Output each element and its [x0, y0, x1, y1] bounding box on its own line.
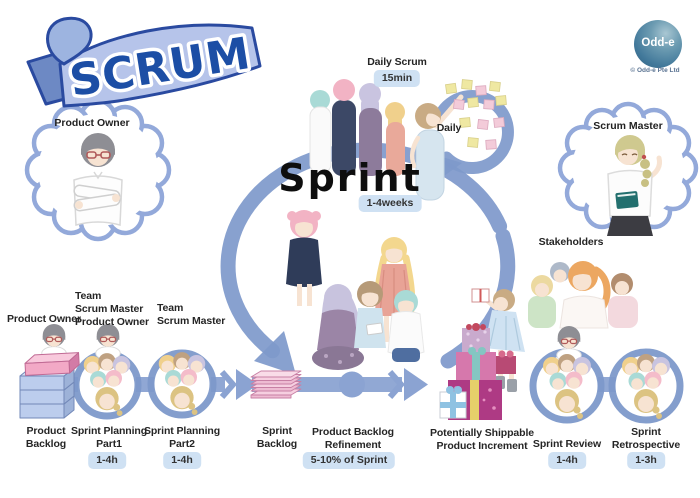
- refinement-label: Product Backlog Refinement: [312, 426, 394, 452]
- board-writer-illustration: [409, 94, 464, 201]
- sprint-review-label: Sprint Review: [532, 438, 602, 450]
- sprint-ring-arrowhead-icon: [254, 331, 296, 375]
- product-owner-cloud-label: Product Owner: [54, 117, 130, 129]
- planning1-roles-label: Team Scrum Master Product Owner: [75, 290, 149, 329]
- planning2-label: Sprint Planning Part2: [143, 425, 221, 451]
- planning1-team-icon: [83, 353, 131, 417]
- scrum-master-cloud-label: Scrum Master: [593, 120, 663, 132]
- stakeholders-label: Stakeholders: [538, 236, 604, 248]
- retrospective-duration-badge: 1-3h: [627, 452, 665, 469]
- flow-arrow-2-icon: [387, 368, 428, 401]
- product-backlog-icon: [19, 352, 80, 419]
- increment-label: Potentially Shippable Product Increment: [429, 427, 535, 453]
- retrospective-label: Sprint Retrospective: [611, 426, 681, 452]
- product-owner-role-label: Product Owner: [7, 313, 81, 325]
- stakeholders-illustration: [528, 261, 638, 329]
- banner-loop: [46, 16, 93, 66]
- retrospective-team-icon: [622, 354, 670, 419]
- planning1-label: Sprint Planning Part1: [70, 425, 148, 451]
- product-backlog-label: Product Backlog: [25, 425, 67, 451]
- daily-scrum-duration-badge: 15min: [373, 70, 421, 87]
- product-increment-icon: [439, 288, 525, 420]
- team-standing-illustration: [309, 79, 405, 176]
- scrum-banner: SCRUM SCRUM: [26, 16, 262, 110]
- planning2-team-icon: [158, 352, 206, 416]
- odde-copyright: © Odd-e Pte Ltd: [630, 67, 680, 74]
- planning2-roles-label: Team Scrum Master: [157, 302, 226, 328]
- review-team-icon: [543, 354, 591, 419]
- odde-logo: Odd-e: [634, 20, 682, 68]
- daily-scrum-label: Daily Scrum: [367, 56, 427, 68]
- daily-loop-label: Daily: [436, 122, 462, 134]
- sprint-backlog-icon: [250, 370, 302, 399]
- sprint-backlog-label: Sprint Backlog: [256, 425, 298, 451]
- scrum-master-illustration: [607, 135, 662, 236]
- sprint-title: Sprint: [278, 156, 422, 200]
- scrum-master-cloud: [557, 101, 699, 236]
- review-duration-badge: 1-4h: [548, 452, 586, 469]
- odde-logo-text: Odd-e: [641, 37, 675, 49]
- product-owner-illustration: [73, 133, 123, 226]
- planning2-duration-badge: 1-4h: [163, 452, 201, 469]
- refinement-duration-badge: 5-10% of Sprint: [302, 452, 396, 469]
- refinement-node-icon: [339, 371, 365, 398]
- planning1-duration-badge: 1-4h: [88, 452, 126, 469]
- sprint-team-illustration: [286, 210, 425, 370]
- banner-body: [58, 23, 262, 108]
- sticky-notes-icon: [445, 79, 507, 150]
- sprint-duration-badge: 1-4weeks: [358, 195, 422, 212]
- flow-arrow-1-icon: [219, 369, 258, 400]
